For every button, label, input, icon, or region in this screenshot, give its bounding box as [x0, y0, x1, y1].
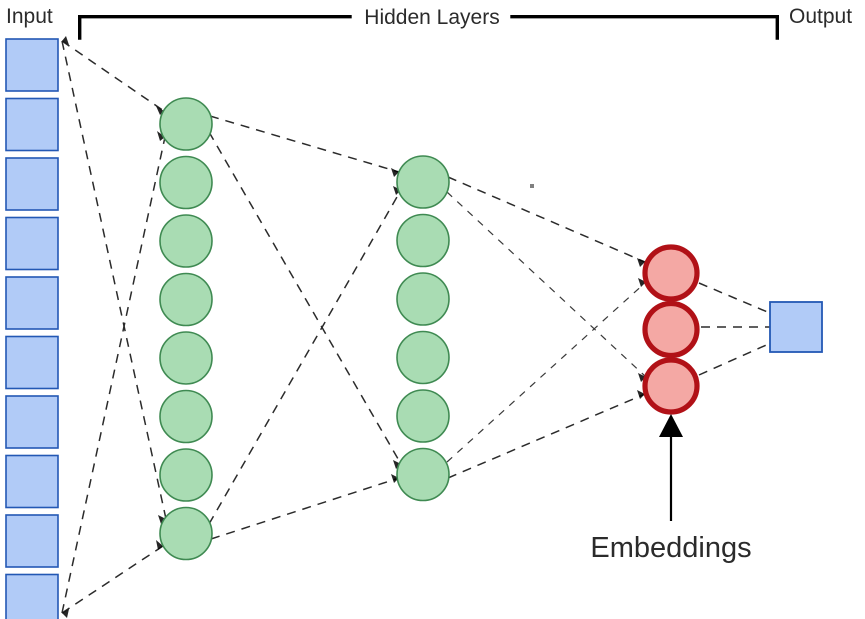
edge-hidden1-0-hidden2-0: [209, 115, 400, 173]
hidden2-node-3: [396, 330, 450, 385]
hidden2-node-4: [396, 389, 450, 443]
hidden1-node-0: [159, 97, 213, 151]
hidden-layers-bracket: [78, 15, 779, 40]
input-node-6: [5, 395, 59, 449]
hidden1-node-6: [159, 448, 213, 502]
edges-hidden2-to-embeddings: [446, 176, 647, 479]
edge-arrowhead-emb-2-a: [638, 373, 646, 382]
bracket-right-tick: [510, 15, 779, 40]
edge-arrowhead-input9: [62, 609, 69, 618]
edge-hidden2-0-emb-0: [447, 176, 646, 263]
edge-hidden1-7-hidden2-0: [208, 189, 402, 525]
hidden1-node-4: [159, 331, 213, 385]
embedding-node-0: [642, 244, 700, 302]
edge-arrowhead-emb-0-a: [637, 258, 645, 267]
hidden-layers-label: Hidden Layers: [364, 6, 499, 29]
edge-input0-hidden1-7: [61, 40, 167, 520]
hidden1-node-5: [159, 389, 213, 444]
hidden-layer-2: [396, 155, 450, 502]
input-node-1: [5, 97, 59, 152]
output-node-0: [769, 301, 823, 353]
embeddings-arrow-head: [659, 414, 683, 437]
hidden2-node-5: [396, 447, 450, 502]
edge-arrowhead-emb-2-b: [637, 390, 645, 399]
edge-hidden2-5-emb-2: [447, 393, 646, 479]
edge-hidden1-0-hidden2-5: [208, 131, 402, 465]
edge-arrowhead-hidden2-0-a: [391, 168, 399, 177]
edge-input9-hidden1-7: [61, 545, 164, 614]
hidden1-node-1: [159, 155, 213, 210]
embeddings-callout-arrow: [659, 414, 683, 521]
bracket-left-tick: [78, 15, 352, 40]
input-node-2: [5, 157, 59, 211]
hidden1-node-2: [159, 214, 213, 268]
embedding-node-1: [642, 300, 700, 359]
hidden1-node-3: [159, 272, 213, 327]
input-node-5: [5, 335, 59, 390]
edge-arrowhead-hidden2-5-b: [391, 474, 399, 483]
stray-dash-artifact: [530, 184, 534, 188]
edges-input-to-hidden1: [61, 36, 167, 618]
input-node-8: [5, 514, 59, 568]
edge-arrowhead-input0: [62, 36, 69, 45]
input-node-3: [5, 216, 59, 271]
embeddings-label: Embeddings: [590, 532, 751, 564]
hidden2-node-2: [396, 272, 450, 326]
edge-arrowhead-hidden1-7-a: [158, 515, 166, 524]
input-node-0: [5, 38, 59, 92]
edge-input0-hidden1-0: [61, 40, 165, 112]
input-node-9: [5, 573, 59, 619]
edge-arrowhead-hidden2-0-b: [393, 186, 401, 195]
input-layer: [5, 38, 59, 619]
edge-hidden2-0-emb-2: [446, 191, 647, 378]
output-label: Output: [789, 5, 852, 28]
hidden1-node-7: [159, 506, 213, 561]
edge-hidden2-5-emb-0: [446, 281, 647, 463]
input-node-7: [5, 454, 59, 509]
input-node-4: [5, 276, 59, 330]
output-layer: [769, 301, 823, 353]
edge-arrowhead-hidden1-0-b: [157, 131, 165, 141]
embedding-layer: [642, 244, 700, 415]
edge-arrowhead-hidden1-7-b: [156, 540, 163, 550]
hidden2-node-0: [396, 155, 450, 209]
hidden2-node-1: [396, 213, 450, 268]
edge-hidden1-7-hidden2-5: [210, 477, 400, 540]
edge-arrowhead-emb-0-b: [638, 278, 646, 287]
input-label: Input: [6, 5, 53, 28]
edge-arrowhead-hidden2-5-a: [393, 460, 401, 469]
edges-hidden1-to-hidden2: [202, 111, 402, 540]
embedding-node-2: [642, 357, 700, 415]
edge-input9-hidden1-0: [61, 136, 166, 614]
hidden-layer-1: [159, 97, 213, 561]
